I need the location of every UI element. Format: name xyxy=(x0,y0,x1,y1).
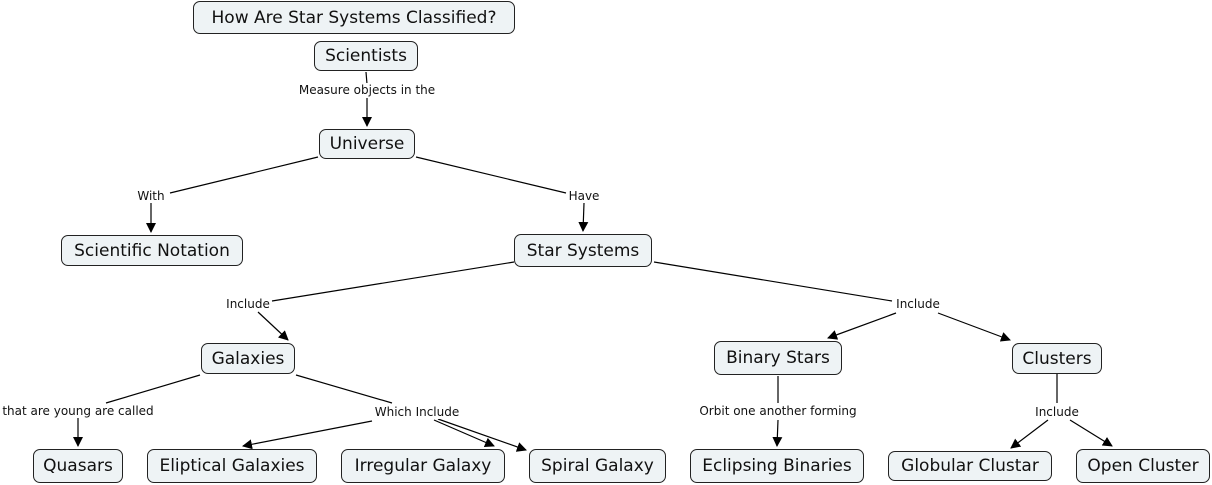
arrow-to-clusters xyxy=(937,312,1011,342)
node-globular-clustar[interactable]: Globular Clustar xyxy=(888,451,1052,481)
link-label-have: Have xyxy=(567,189,601,203)
node-irregular-galaxy[interactable]: Irregular Galaxy xyxy=(341,449,505,483)
node-galaxies[interactable]: Galaxies xyxy=(201,343,295,374)
arrow-to-irregular-galaxy xyxy=(433,419,495,448)
arrow-to-spiral-galaxy xyxy=(437,418,527,452)
line-scientists-to-label xyxy=(365,71,368,85)
node-open-cluster[interactable]: Open Cluster xyxy=(1076,449,1210,483)
line-universe-to-with xyxy=(169,156,319,194)
node-title[interactable]: How Are Star Systems Classified? xyxy=(193,1,515,34)
arrow-to-eliptical-galaxies xyxy=(242,420,373,450)
arrow-to-galaxies xyxy=(257,311,289,341)
node-eliptical-galaxies[interactable]: Eliptical Galaxies xyxy=(147,449,317,483)
link-label-which-include: Which Include xyxy=(373,405,461,419)
line-starsystems-to-include-left xyxy=(271,261,515,302)
link-label-orbit: Orbit one another forming xyxy=(698,404,858,418)
link-label-measure: Measure objects in the xyxy=(297,83,437,97)
node-clusters[interactable]: Clusters xyxy=(1012,343,1102,374)
node-spiral-galaxy[interactable]: Spiral Galaxy xyxy=(529,449,666,483)
arrow-to-binary-stars xyxy=(827,312,897,340)
line-galaxies-to-young xyxy=(105,374,201,404)
node-star-systems[interactable]: Star Systems xyxy=(514,234,652,267)
node-quasars[interactable]: Quasars xyxy=(33,449,123,483)
link-label-include-galaxies: Include xyxy=(225,297,271,311)
arrow-to-eclipsing-binaries xyxy=(772,419,783,447)
node-eclipsing-binaries[interactable]: Eclipsing Binaries xyxy=(690,449,864,483)
link-label-with: With xyxy=(136,189,166,203)
line-universe-to-have xyxy=(415,156,567,194)
link-label-young: that are young are called xyxy=(1,404,155,418)
link-label-include-right: Include xyxy=(895,297,941,311)
node-scientific-notation[interactable]: Scientific Notation xyxy=(61,235,243,266)
arrow-to-open-cluster xyxy=(1069,419,1113,447)
arrow-to-globular-clustar xyxy=(1010,419,1049,449)
line-galaxies-to-which-include xyxy=(295,374,393,404)
line-starsystems-to-include-right xyxy=(653,261,893,302)
arrow-to-star-systems xyxy=(578,202,589,232)
link-label-include-clusters: Include xyxy=(1034,405,1080,419)
node-binary-stars[interactable]: Binary Stars xyxy=(714,341,842,375)
node-universe[interactable]: Universe xyxy=(319,129,415,159)
node-scientists[interactable]: Scientists xyxy=(314,41,418,71)
